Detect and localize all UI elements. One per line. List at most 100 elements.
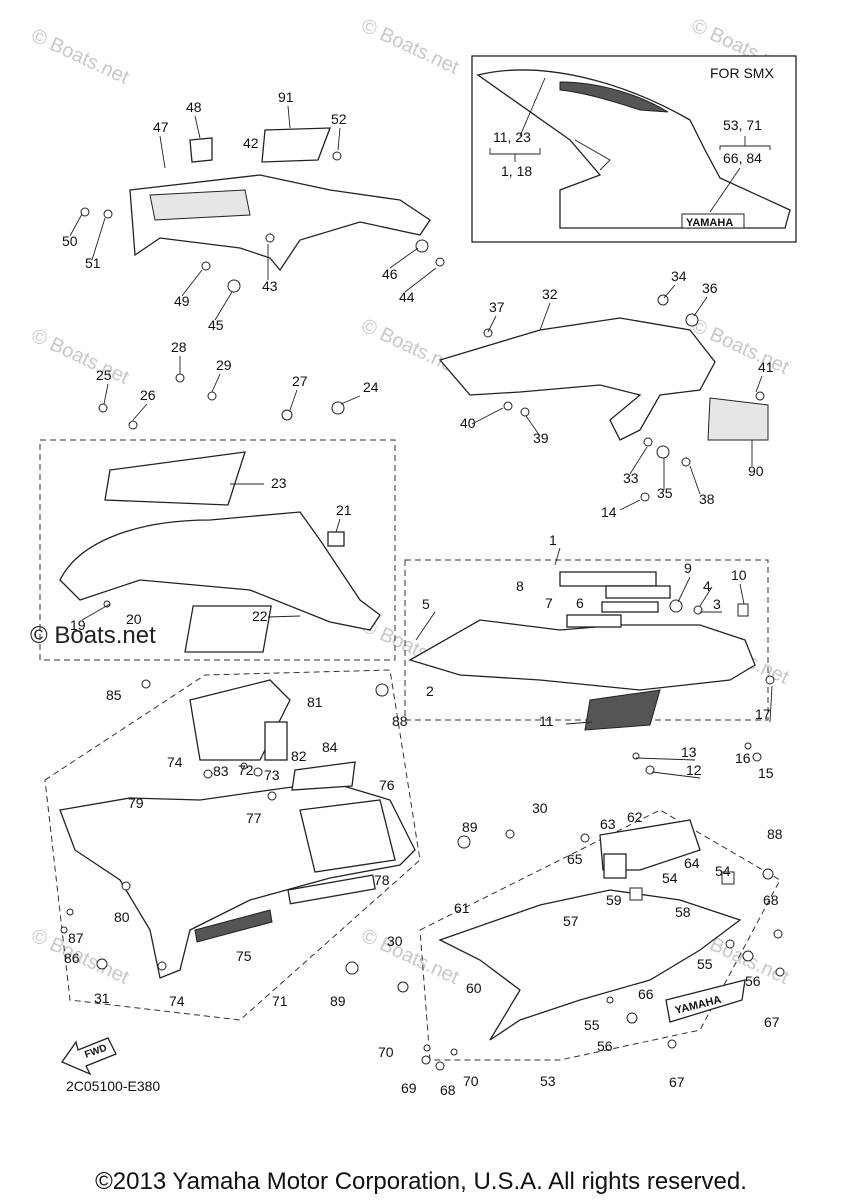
grommet-56b (626, 1012, 638, 1024)
inner-cover-76 (299, 799, 396, 873)
nut-74 (203, 769, 213, 779)
bolt-86 (60, 926, 68, 934)
callout: 89 (462, 819, 478, 835)
bolt-67 (775, 967, 785, 977)
callout: 44 (399, 289, 415, 305)
callout: 65 (567, 851, 583, 867)
damper-63 (603, 853, 627, 879)
callout: 34 (671, 268, 687, 284)
nut-54 (721, 871, 735, 885)
callout: 67 (669, 1074, 685, 1090)
callout: 39 (533, 430, 549, 446)
callouts: 47 48 91 52 42 50 51 49 43 45 46 44 37 3… (62, 89, 783, 1098)
fwd-arrow-icon (61, 1037, 117, 1076)
callout: 74 (167, 754, 183, 770)
decal-75 (194, 909, 273, 943)
callout: 56 (745, 973, 761, 989)
washer-70 (423, 1044, 431, 1052)
callout: 23 (271, 475, 287, 491)
lower-cowling-group (44, 669, 421, 1021)
callout: 26 (140, 387, 156, 403)
watermark: © Boats.net (358, 315, 463, 379)
bolt-52 (332, 151, 342, 161)
callout: 57 (563, 913, 579, 929)
grommet-4 (669, 599, 683, 613)
bolt-24 (331, 401, 345, 415)
callout: 12 (686, 762, 702, 778)
damper-82 (264, 721, 288, 761)
under-cowling-53 (438, 889, 742, 1041)
callout: 53 (540, 1073, 556, 1089)
inset-group-left-bottom: 1, 18 (501, 163, 532, 179)
callout: 21 (336, 502, 352, 518)
callout: 8 (516, 578, 524, 594)
bolt-68b (435, 1061, 445, 1071)
inset-smx: YAMAHA FOR SMX 11, 23 1, 18 53, 71 66, 8… (471, 55, 797, 243)
washer-16 (744, 742, 752, 750)
rivet-88 (375, 683, 389, 697)
callout: 70 (378, 1044, 394, 1060)
callout: 88 (392, 713, 408, 729)
callout: 11 (539, 713, 554, 729)
inset-group-right-bottom: 66, 84 (723, 150, 762, 166)
cowling-stay (129, 174, 431, 272)
callout: 47 (153, 119, 169, 135)
inset-leader-right (709, 136, 771, 213)
watermark: © Boats.net (28, 325, 133, 389)
callout: 27 (292, 373, 308, 389)
damper-8 (559, 571, 657, 587)
damper-9 (605, 585, 671, 599)
inset-group-right-top: 53, 71 (723, 117, 762, 133)
rivet-31 (96, 958, 108, 970)
callout: 60 (466, 980, 482, 996)
callout: 10 (731, 567, 747, 583)
callout: 55 (584, 1017, 600, 1033)
callout: 32 (542, 286, 558, 302)
callout: 78 (374, 872, 390, 888)
decal-66 (665, 979, 746, 1023)
callout: 61 (454, 900, 470, 916)
damper-7 (566, 614, 622, 628)
inset-leader-left (489, 77, 546, 162)
callout: 59 (606, 892, 622, 908)
callout: 73 (264, 767, 280, 783)
grommet-36 (685, 313, 699, 327)
callout: 31 (94, 990, 110, 1006)
group-frame-left (39, 439, 396, 661)
callout: 37 (489, 299, 505, 315)
callout: 74 (169, 993, 185, 1009)
group-frame-right (404, 559, 769, 721)
bolt-41 (755, 391, 765, 401)
callout: 28 (171, 339, 187, 355)
side-cowling-group (39, 373, 396, 661)
bolt-80 (121, 881, 131, 891)
callout: 40 (460, 415, 476, 431)
callout: 36 (702, 280, 718, 296)
collar-44 (435, 257, 445, 267)
callout: 33 (623, 470, 639, 486)
callout: 42 (243, 135, 259, 151)
bolt-68 (773, 929, 783, 939)
callout: 30 (532, 800, 548, 816)
bolt-15 (752, 752, 762, 762)
callout: 46 (382, 266, 398, 282)
screw-85 (141, 679, 151, 689)
callout: 67 (764, 1014, 780, 1030)
bolt-28 (175, 373, 185, 383)
callout: 68 (440, 1082, 456, 1098)
callout: 71 (272, 993, 288, 1009)
callout: 72 (238, 762, 254, 778)
leader-lines (69, 105, 773, 779)
callout: 89 (330, 993, 346, 1009)
inset-decal (559, 81, 669, 113)
callout: 81 (307, 694, 323, 710)
damper-21 (327, 531, 345, 547)
washer-29 (207, 391, 217, 401)
washer-26 (128, 420, 138, 430)
rivet-88b (762, 868, 774, 880)
callout: 48 (186, 99, 202, 115)
grommet-56 (742, 950, 754, 962)
callout: 2 (426, 683, 434, 699)
nut-10 (737, 603, 749, 617)
grommet-45 (227, 279, 241, 293)
